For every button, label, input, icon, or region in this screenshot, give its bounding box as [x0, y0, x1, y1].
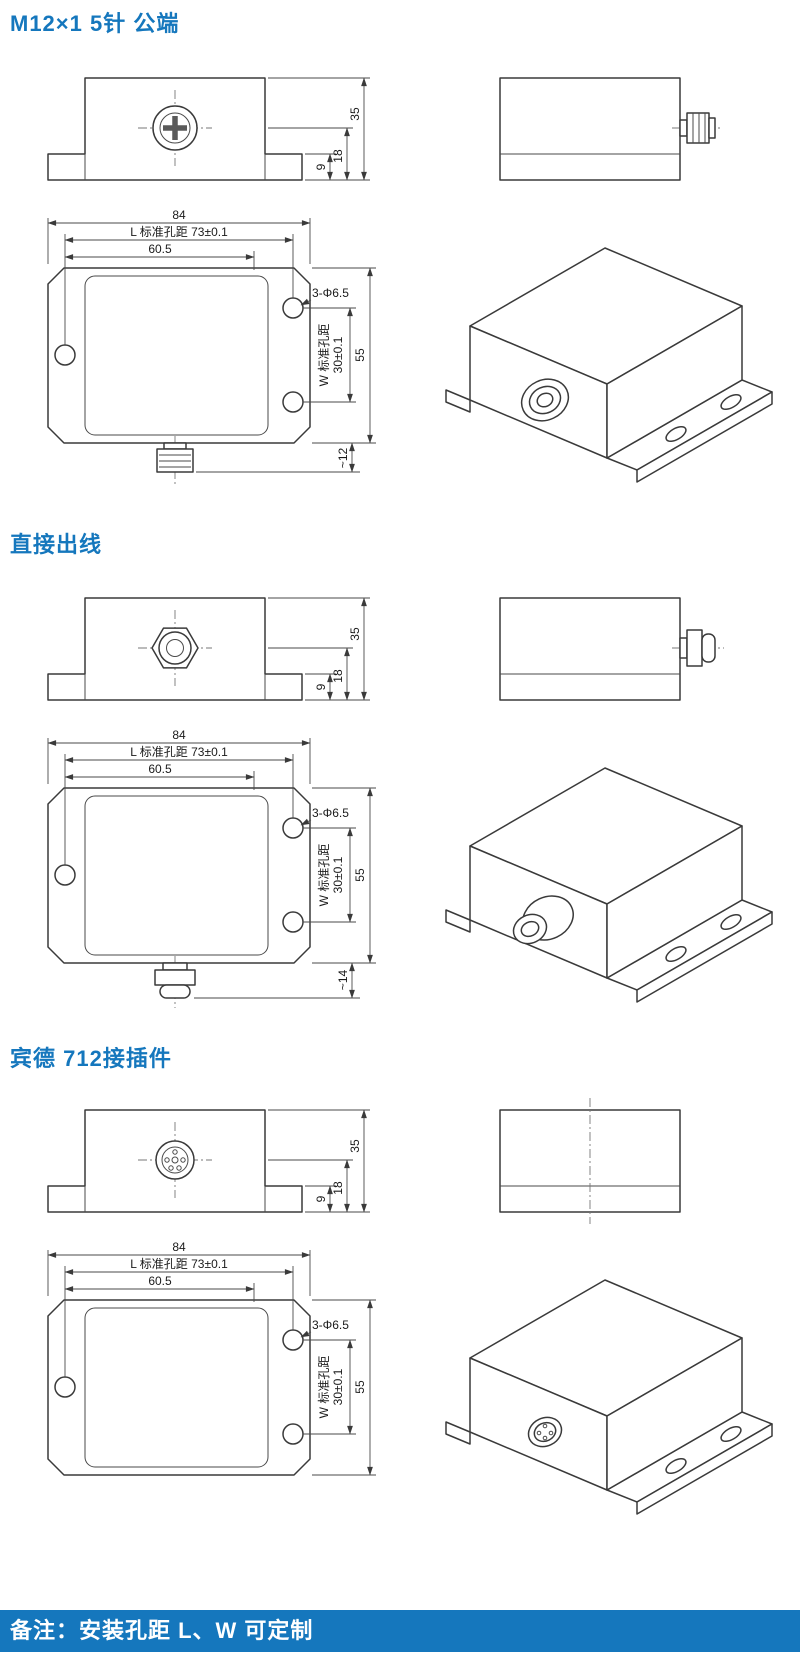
top-view [48, 728, 376, 963]
m12-connector-bottom [156, 436, 194, 484]
binder-connector-iso [527, 1416, 563, 1448]
dim-protrusion-m12: ~12 [196, 442, 360, 473]
top-view [48, 1240, 376, 1475]
isometric-view [445, 247, 773, 483]
drawing-cable: ~14 [0, 597, 773, 1008]
drawing-m12: ~12 [0, 77, 773, 484]
isometric-view [445, 767, 773, 1003]
cable-gland-side [672, 629, 724, 667]
front-view [48, 1110, 370, 1212]
m12-connector-side [672, 112, 722, 144]
svg-text:~12: ~12 [336, 447, 350, 468]
isometric-view [445, 1279, 773, 1515]
svg-text:~14: ~14 [336, 969, 350, 990]
front-view [48, 78, 370, 180]
m12-connector-iso [520, 378, 570, 422]
front-view [48, 598, 370, 700]
dim-protrusion-cable: ~14 [194, 962, 360, 999]
section-title-cable: 直接出线 [10, 532, 103, 557]
section-title-binder: 宾德 712接插件 [10, 1046, 172, 1071]
m12-connector-front [152, 105, 198, 151]
cable-gland-iso [512, 895, 574, 945]
side-view [499, 77, 681, 181]
cable-gland-bottom [154, 956, 196, 1008]
section-title-m12: M12×1 5针 公端 [10, 11, 180, 36]
side-view [499, 597, 681, 701]
cable-gland-front [151, 627, 199, 669]
top-view [48, 208, 376, 443]
binder-connector-front [155, 1140, 195, 1180]
footer-note: 备注：安装孔距 L、W 可定制 [0, 1610, 800, 1652]
drawing-binder [0, 1098, 773, 1515]
